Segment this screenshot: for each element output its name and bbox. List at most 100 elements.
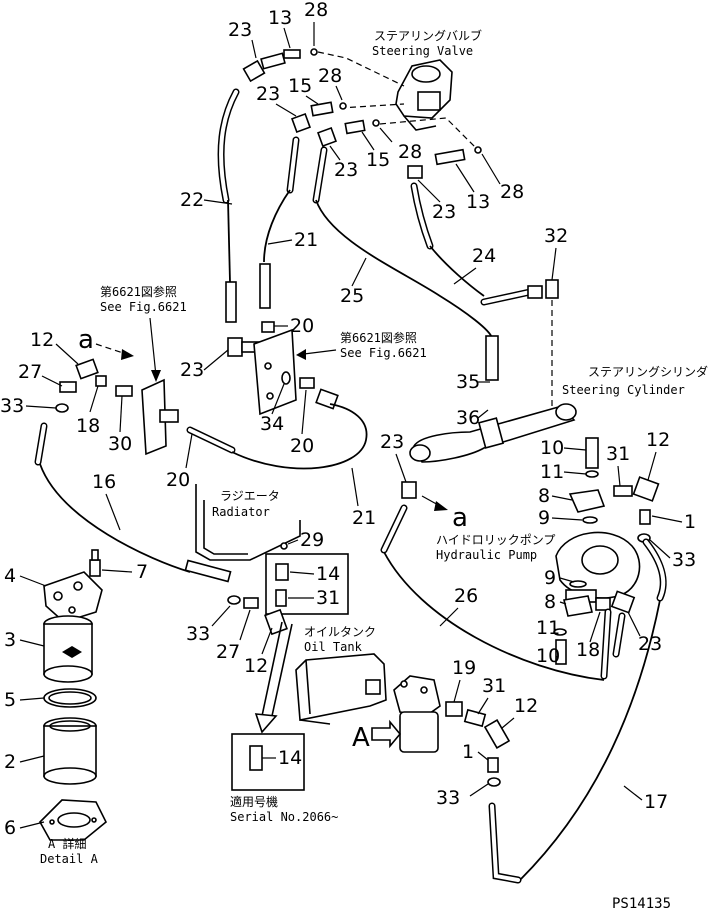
callout-number: 14 <box>278 747 302 769</box>
hydraulic-pump-label-jp: ハイドロリックポンプ <box>436 533 555 547</box>
callout-number: 12 <box>30 329 54 351</box>
fitting-elbow <box>291 101 347 133</box>
leader <box>303 349 337 355</box>
view-marker-a: A <box>352 723 370 753</box>
oil-tank-label-jp: オイルタンク <box>304 625 376 639</box>
callout-number: 23 <box>334 159 358 181</box>
callout-number: 28 <box>500 181 524 203</box>
callout-number: 15 <box>288 75 312 97</box>
callout-number: 17 <box>644 791 668 813</box>
hose-end-fitting <box>225 281 237 323</box>
hose-21 <box>263 189 291 263</box>
hydraulic-pump <box>555 531 641 603</box>
connection-marker-a-left: a <box>78 325 94 355</box>
hose-end-fitting <box>259 263 271 309</box>
fittings-left <box>55 358 133 413</box>
steering-valve <box>395 59 453 131</box>
callout-number: 28 <box>304 0 328 21</box>
callout-number: 35 <box>456 371 480 393</box>
serial-label-en: Serial No.2066~ <box>230 810 338 824</box>
hose-21-lower <box>231 403 368 470</box>
hose-25 <box>315 199 493 339</box>
dash-leader <box>339 103 405 109</box>
callout-number: 23 <box>432 201 456 223</box>
serial-label-jp: 適用号機 <box>230 794 278 809</box>
bracket-left <box>141 378 179 456</box>
fitting-elbow <box>317 119 380 147</box>
see-fig-right-jp: 第6621図参照 <box>340 330 417 345</box>
pump-flange-lower <box>553 580 636 665</box>
steering-cylinder-label-jp: ステアリングシリンダ <box>588 364 708 379</box>
callout-number: 10 <box>540 437 564 459</box>
callout-number: 33 <box>0 395 24 417</box>
callout-number: 1 <box>684 511 696 533</box>
callout-number: 23 <box>256 83 280 105</box>
hydraulic-pump-label-en: Hydraulic Pump <box>436 548 537 562</box>
arrow-head <box>254 713 278 734</box>
fitting-31 <box>275 589 287 607</box>
callouts: 23 13 28 23 15 28 23 15 28 23 13 28 22 2… <box>0 0 696 839</box>
fitting-14 <box>275 563 289 581</box>
callout-number: 21 <box>352 507 376 529</box>
callout-number: 31 <box>606 443 630 465</box>
detail-a-filter-head <box>43 549 103 623</box>
arrow-shaft <box>271 623 293 717</box>
see-fig-left-en: See Fig.6621 <box>100 300 187 314</box>
hose-sleeve <box>184 559 232 583</box>
callout-number: 3 <box>4 629 16 651</box>
callout-number: 28 <box>398 141 422 163</box>
callout-number: 7 <box>136 561 148 583</box>
hose-22 <box>227 199 231 283</box>
callout-number: 10 <box>536 645 560 667</box>
hose-end-fitting <box>485 335 499 381</box>
steering-cylinder-label-en: Steering Cylinder <box>562 383 685 397</box>
hose-24 <box>429 245 485 297</box>
serial-fitting-box <box>231 733 305 791</box>
bracket-right <box>253 328 297 416</box>
hose-17 <box>519 599 661 881</box>
callout-number: 11 <box>540 461 564 483</box>
callout-number: 18 <box>76 415 100 437</box>
line-filter <box>393 675 511 787</box>
view-arrow <box>371 719 402 749</box>
callout-number: 9 <box>538 507 550 529</box>
fitting-elbow <box>242 48 318 83</box>
callout-number: 9 <box>544 567 556 589</box>
see-fig-right-en: See Fig.6621 <box>340 346 427 360</box>
detail-a-element <box>43 615 93 683</box>
detail-label-jp: A 詳細 <box>48 836 86 851</box>
callout-number: 27 <box>216 641 240 663</box>
leader <box>149 317 157 377</box>
hose-16 <box>39 463 191 573</box>
callout-number: 24 <box>472 245 496 267</box>
callout-number: 25 <box>340 285 364 307</box>
fitting-14-serial <box>249 745 263 771</box>
callout-number: 31 <box>482 675 506 697</box>
callout-number: 12 <box>514 695 538 717</box>
callout-number: 32 <box>544 225 568 247</box>
radiator-label-en: Radiator <box>212 505 270 519</box>
o-ring-34 <box>281 371 291 385</box>
callout-number: 2 <box>4 751 16 773</box>
connection-marker-a-right: a <box>452 503 468 533</box>
callout-number: 13 <box>466 191 490 213</box>
callout-number: 6 <box>4 817 16 839</box>
callout-number: 34 <box>260 413 284 435</box>
callout-number: 23 <box>380 431 404 453</box>
drawing-code: PS14135 <box>612 896 671 912</box>
fitting-group-box <box>265 553 349 615</box>
callout-number: 4 <box>4 565 16 587</box>
detail-a-gasket <box>39 799 108 841</box>
callout-number: 8 <box>538 485 550 507</box>
steering-cylinder <box>409 403 577 463</box>
fitting-elbow <box>407 146 482 179</box>
callout-number: 23 <box>638 633 662 655</box>
dash-leader <box>317 51 405 87</box>
callout-number: 30 <box>108 433 132 455</box>
elbow-32 <box>545 279 559 299</box>
callout-number: 21 <box>294 229 318 251</box>
oil-tank-label-en: Oil Tank <box>304 640 363 654</box>
callout-number: 16 <box>92 471 116 493</box>
callout-number: 19 <box>452 657 476 679</box>
callout-number: 20 <box>166 469 190 491</box>
